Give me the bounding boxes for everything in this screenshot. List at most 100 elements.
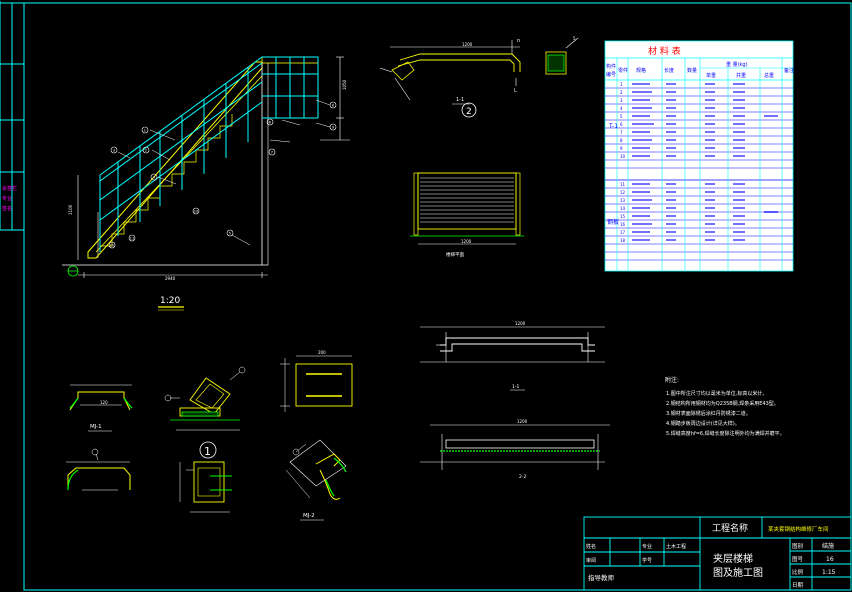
note-line: 5.焊缝高度hf=6,焊缝长度除注明外均为满焊并磨平。 xyxy=(666,430,785,437)
table-title: 材 料 表 xyxy=(648,45,681,57)
section-1-1-top: 1200 n L 5 1-1 2 xyxy=(379,36,579,118)
scale-label: 比例 xyxy=(792,568,804,576)
section-cut-label: 1-1 xyxy=(456,97,464,103)
callout-10: 10 xyxy=(194,209,198,213)
note-line: 2.钢结构所用钢材均为Q235B钢,焊条采用E43型。 xyxy=(666,400,779,407)
sheet-no-value: 16 xyxy=(826,556,834,563)
major-value: 土木工程 xyxy=(666,543,686,550)
material-table: 材 料 表 重 量(kg) 构 xyxy=(604,40,794,272)
row-no: 8 xyxy=(620,138,623,143)
row-no: 4 xyxy=(620,106,623,111)
svg-text:1200: 1200 xyxy=(515,321,526,326)
row-no: 14 xyxy=(620,206,626,211)
svg-text:1050: 1050 xyxy=(342,79,347,90)
callout-5: 5 xyxy=(229,231,231,235)
note-line: 1.图中所注尺寸均以毫米为单位,标高以米计。 xyxy=(666,390,767,397)
project-label: 工程名称 xyxy=(712,522,748,534)
table-weight-header: 重 量(kg) xyxy=(726,61,748,68)
row-no: 7 xyxy=(620,130,623,135)
group-label-t1: T-1 xyxy=(608,123,618,130)
project-name: 某夹套钢结构维修厂车间 xyxy=(768,525,829,533)
stair-elevation: 2940 1100 xyxy=(62,56,350,311)
detail-mj2: MJ-2 xyxy=(285,439,347,521)
svg-text:n: n xyxy=(517,38,520,44)
note-line: 4.钢踏步板周边设计(详见大样)。 xyxy=(666,420,740,427)
callout-1: 1 xyxy=(144,128,146,132)
svg-text:数量: 数量 xyxy=(687,67,697,74)
row-no: 12 xyxy=(620,190,626,195)
callout-11: 11 xyxy=(130,236,134,240)
plan-label: 楼梯平面 xyxy=(446,251,464,258)
stair-plan: 1200 楼梯平面 xyxy=(410,172,524,258)
callout-3: 3 xyxy=(113,148,115,152)
callout-7: 7 xyxy=(271,150,273,154)
svg-text:1200: 1200 xyxy=(517,419,528,424)
svg-text:签名: 签名 xyxy=(2,205,12,212)
notes-title: 附注: xyxy=(665,376,679,384)
row-no: 13 xyxy=(620,198,626,203)
detail-mj1: 120 MJ-1 xyxy=(66,384,133,491)
row-no: 11 xyxy=(620,182,626,187)
note-line: 3.钢材表面除锈后涂红丹防锈漆二道。 xyxy=(666,410,751,417)
drawing-type-label: 图别 xyxy=(792,542,803,550)
svg-text:200: 200 xyxy=(318,350,326,355)
student-id-label: 学号 xyxy=(642,557,652,564)
callout-2: 2 xyxy=(145,148,147,152)
drawing-title-2: 图及施工图 xyxy=(713,566,763,579)
node-circle-number: 1 xyxy=(204,445,211,458)
svg-text:2940: 2940 xyxy=(165,276,176,281)
drawing-type-value: 结施 xyxy=(822,542,834,550)
elevation-scale: 1:20 xyxy=(160,296,180,306)
svg-text:总重: 总重 xyxy=(764,72,774,79)
row-no: 1 xyxy=(620,82,623,87)
svg-text:零件: 零件 xyxy=(618,67,628,74)
callout-9: 9 xyxy=(332,125,334,129)
row-no: 6 xyxy=(620,122,623,127)
detail-embed-plate: 200 xyxy=(280,350,353,412)
row-no: 16 xyxy=(620,222,626,227)
mj1-label: MJ-1 xyxy=(90,424,102,430)
scale-value: 1:15 xyxy=(822,569,836,576)
notes: 附注: 1.图中所注尺寸均以毫米为单位,标高以米计。 2.钢结构所用钢材均为Q2… xyxy=(665,376,785,437)
margin-stamp: 会签栏 专业 签名 xyxy=(2,185,17,212)
svg-text:单重: 单重 xyxy=(706,72,716,79)
row-no: 3 xyxy=(620,98,623,103)
date-label: 日期 xyxy=(792,582,804,589)
beam-section-a-label: 1-1 xyxy=(512,384,519,390)
advisor-label: 指导教师 xyxy=(588,573,615,582)
svg-text:1100: 1100 xyxy=(68,204,73,215)
svg-text:专业: 专业 xyxy=(2,195,12,202)
row-no: 17 xyxy=(620,230,626,235)
svg-text:长度: 长度 xyxy=(664,67,674,74)
drawing-title-1: 夹层楼梯 xyxy=(713,552,753,565)
title-block: 工程名称 某夹套钢结构维修厂车间 姓名 审阅 专业 土木工程 学号 指导教师 夹… xyxy=(583,516,852,591)
mj2-label: MJ-2 xyxy=(303,513,315,519)
svg-text:构件: 构件 xyxy=(606,63,616,70)
svg-text:1200: 1200 xyxy=(462,42,473,47)
group-label-steel: 钢板 xyxy=(607,218,619,226)
callout-4: 4 xyxy=(153,175,156,179)
svg-text:规格: 规格 xyxy=(636,67,646,74)
beam-section-b-label: 2-2 xyxy=(519,474,526,480)
svg-text:备注: 备注 xyxy=(784,67,794,74)
major-label: 专业 xyxy=(642,543,652,550)
svg-text:120: 120 xyxy=(100,400,108,405)
svg-text:共重: 共重 xyxy=(736,72,746,79)
callout-12: 12 xyxy=(110,243,114,247)
callout-6: 6 xyxy=(269,120,271,124)
sheet-no-label: 图号 xyxy=(792,555,804,563)
row-no: 15 xyxy=(620,214,626,219)
section-circle-number: 2 xyxy=(466,107,472,117)
svg-text:会签栏: 会签栏 xyxy=(2,185,17,192)
row-no: 10 xyxy=(620,154,626,159)
detail-anchor-plate xyxy=(179,461,232,513)
svg-text:编号: 编号 xyxy=(606,71,616,78)
beam-section-2-2: 1200 2-2 xyxy=(420,419,610,480)
detail-node-1: 1 xyxy=(164,366,246,459)
beam-section-1-1: 1200 1-1 xyxy=(420,321,605,391)
review-label: 审阅 xyxy=(586,557,596,564)
row-no: 18 xyxy=(620,238,626,243)
row-no: 9 xyxy=(620,146,623,151)
